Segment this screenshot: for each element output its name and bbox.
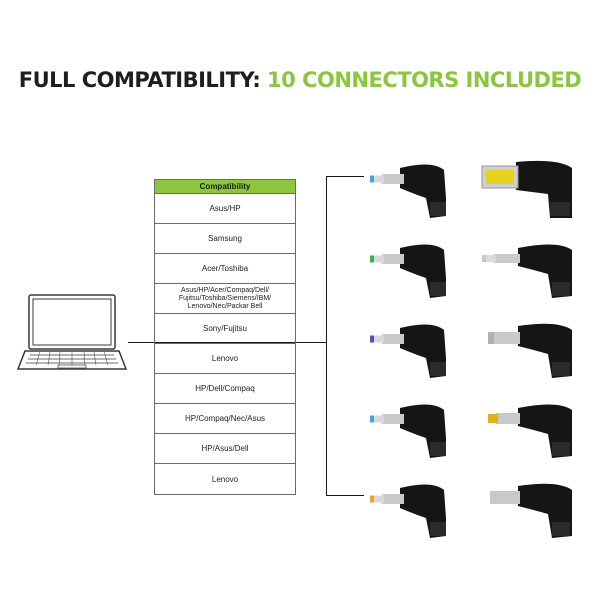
table-row: Lenovo <box>155 344 295 374</box>
round-tip-connector-icon <box>370 244 446 298</box>
compatibility-table: Compatibility Asus/HP Samsung Acer/Toshi… <box>154 179 296 495</box>
round-tip-connector-icon <box>370 164 446 218</box>
table-row: Acer/Toshiba <box>155 254 295 284</box>
connector-bracket-vertical <box>326 176 327 496</box>
table-row: HP/Asus/Dell <box>155 434 295 464</box>
round-tip-connector-icon <box>488 323 572 378</box>
laptop-connection-line <box>128 342 326 343</box>
table-row: HP/Dell/Compaq <box>155 374 295 404</box>
table-row: HP/Compaq/Nec/Asus <box>155 404 295 434</box>
table-row: Asus/HP/Acer/Compaq/Dell/ Fujitsu/Toshib… <box>155 284 295 314</box>
table-row: Samsung <box>155 224 295 254</box>
round-tip-connector-icon <box>482 244 572 298</box>
page-headline: FULL COMPATIBILITY: 10 CONNECTORS INCLUD… <box>0 68 600 92</box>
round-tip-connector-icon <box>490 483 572 538</box>
table-row: Asus/HP <box>155 194 295 224</box>
headline-part-2: 10 CONNECTORS INCLUDED <box>267 68 582 92</box>
round-tip-connector-icon <box>370 324 446 378</box>
headline-part-1: FULL COMPATIBILITY: <box>18 68 261 92</box>
rectangular-tip-connector-icon <box>481 160 572 218</box>
table-row: Lenovo <box>211 474 239 484</box>
table-row: Sony/Fujitsu <box>155 314 295 344</box>
connector-bracket-bottom <box>326 495 364 496</box>
round-tip-connector-icon <box>370 404 446 458</box>
round-tip-connector-icon <box>488 404 572 458</box>
laptop-icon <box>16 294 128 370</box>
compatibility-table-header: Compatibility <box>155 180 295 194</box>
connector-bracket-top <box>326 176 364 177</box>
round-tip-connector-icon <box>370 484 446 538</box>
